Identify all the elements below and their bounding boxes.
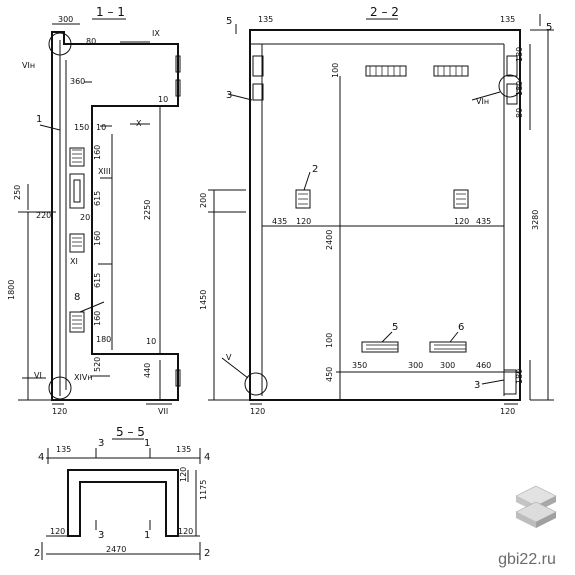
dim-2470: 2470 [106,545,126,554]
cut-mark-2-left: 2 [34,548,40,559]
roman-XI: XI [70,257,78,266]
roman-XIII: XIII [98,167,111,176]
dim-200: 200 [199,193,208,208]
roman-IX: IX [152,29,160,38]
dim-250: 250 [13,185,22,200]
dim-520: 520 [93,357,102,372]
dim-120f: 120 [179,467,188,482]
cut-mark-1-bottom: 1 [144,530,150,541]
cut-mark-2-right: 2 [204,548,210,559]
section-1-1: 1 – 1 [7,5,181,416]
roman-V: V [226,353,232,362]
dim-220: 220 [36,211,51,220]
watermark-logo-icon [515,485,557,528]
roman-XIVn: XIVн [74,373,93,382]
dim-10b: 10 [96,123,106,132]
section-1-1-title: 1 – 1 [96,5,125,19]
dim-150: 150 [74,123,89,132]
roman-VI: VI [34,371,42,380]
dim-180a: 180 [96,335,111,344]
mark-3b: 3 [474,380,480,391]
section-5-5-title: 5 – 5 [116,425,145,439]
dim-10c: 10 [146,337,156,346]
dim-160a: 160 [93,145,102,160]
dim-120a: 120 [52,407,67,416]
dim-80b: 80 [515,108,524,118]
dim-1450: 1450 [199,290,208,310]
dim-135d: 135 [176,445,191,454]
dim-3280: 3280 [531,210,540,230]
dim-20: 20 [80,213,90,222]
dim-615a: 615 [93,191,102,206]
mark-8: 8 [74,292,80,303]
cut-mark-3-bottom: 3 [98,530,104,541]
cut-mark-1-top: 1 [144,438,150,449]
cut-mark-4-left: 4 [38,452,44,463]
mark-3: 3 [226,90,232,101]
dim-435b: 435 [476,217,491,226]
dim-450: 450 [325,367,334,382]
dim-180d: 180 [515,369,524,384]
dim-135c: 135 [56,445,71,454]
dim-135b: 135 [500,15,515,24]
dim-180c: 180 [515,81,524,96]
section-5-5: 5 – 5 135 135 120 1175 120 120 2470 3 1 … [34,425,210,560]
mark-5: 5 [392,322,398,333]
dim-100a: 100 [331,63,340,78]
dim-160b: 160 [93,231,102,246]
dim-10a: 10 [158,95,168,104]
dim-435a: 435 [272,217,287,226]
dim-80: 80 [86,37,96,46]
dim-460: 460 [476,361,491,370]
roman-VHn: VIн [476,97,489,106]
dim-2400: 2400 [325,230,334,250]
mark-2: 2 [312,164,318,175]
section-2-2-title: 2 – 2 [370,5,399,19]
mark-6: 6 [458,322,464,333]
watermark: gbi22.ru [487,549,567,569]
dim-1175: 1175 [199,480,208,500]
dim-350: 350 [352,361,367,370]
dim-120d: 120 [250,407,265,416]
dim-135a: 135 [258,15,273,24]
roman-VII: VII [158,407,168,416]
cut-mark-5-left: 5 [226,16,232,27]
dim-300c: 300 [440,361,455,370]
dim-300b: 300 [408,361,423,370]
dim-120b: 120 [296,217,311,226]
dim-120h: 120 [178,527,193,536]
dim-120e: 120 [500,407,515,416]
dim-100b: 100 [325,333,334,348]
dim-180b: 180 [515,47,524,62]
section-2-2: 2 – 2 [199,5,554,416]
dim-120g: 120 [50,527,65,536]
roman-X: X [136,119,142,128]
dim-2250: 2250 [143,200,152,220]
watermark-text: gbi22.ru [498,551,556,568]
roman-VIn: VIн [22,61,35,70]
dim-160c: 160 [93,311,102,326]
dim-120c: 120 [454,217,469,226]
dim-440: 440 [143,363,152,378]
cut-mark-5-right: 5 [546,22,552,33]
dim-360: 360 [70,77,85,86]
cut-mark-4-right: 4 [204,452,210,463]
cut-mark-3-top: 3 [98,438,104,449]
dim-1800: 1800 [7,280,16,300]
dim-300: 300 [58,15,73,24]
mark-1: 1 [36,114,42,125]
dim-615b: 615 [93,273,102,288]
